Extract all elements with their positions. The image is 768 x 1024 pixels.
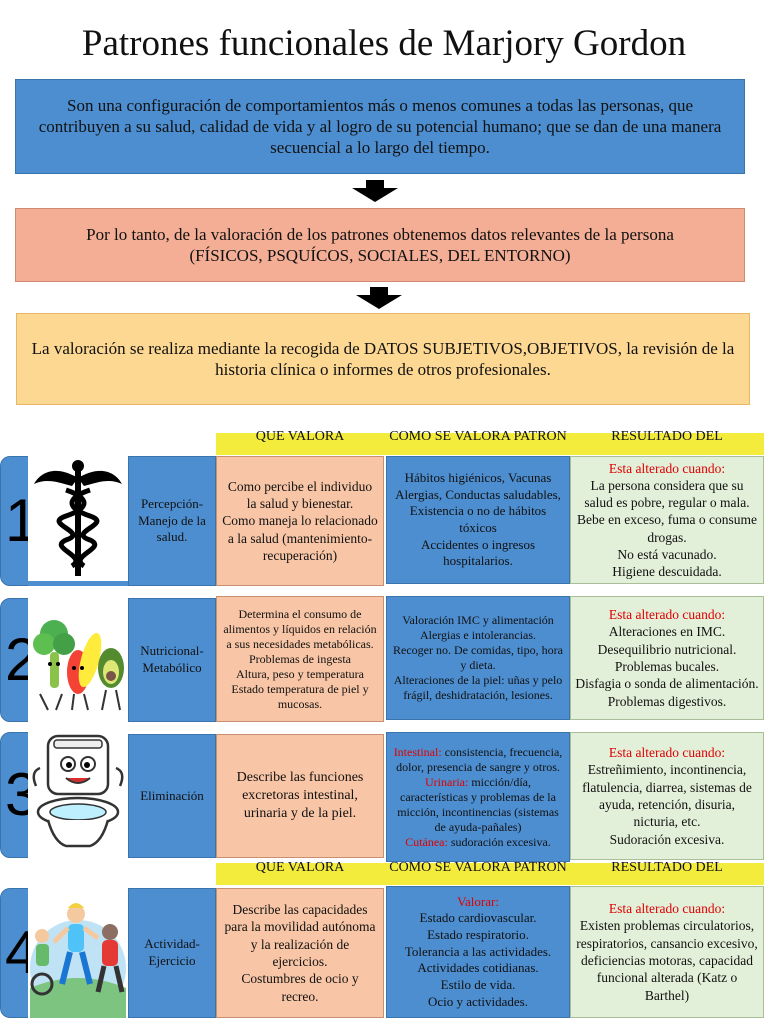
como-valora-item: Urinaria: micción/día, características y…: [391, 775, 565, 835]
intestinal-label: Intestinal:: [393, 744, 442, 759]
resultado-cell: Esta alterado cuando: Existen problemas …: [570, 886, 764, 1018]
data-box: Por lo tanto, de la valoración de los pa…: [15, 208, 745, 282]
que-valora-cell: Como percibe el individuo la salud y bie…: [216, 456, 384, 586]
header-que-valora: QUE VALORA: [255, 861, 345, 875]
que-valora-item: Determina el consumo de alimentos y líqu…: [223, 606, 377, 651]
header-como-valora: COMO SE VALORA PATRON: [389, 861, 567, 875]
header-resultado: RESULTADO DEL: [611, 861, 723, 875]
alert-label: Esta alterado cuando:: [608, 901, 726, 917]
como-valora-item: Estilo de vida.: [440, 976, 516, 992]
que-valora-item: Estado temperatura de piel y mucosas.: [231, 681, 369, 711]
cutanea-label: Cutánea:: [405, 834, 448, 849]
resultado-item: Existen problemas circulatorios, respira…: [576, 918, 758, 1003]
alert-label: Esta alterado cuando:: [608, 745, 726, 761]
header-como-valora: COMO SE VALORA PATRON: [389, 430, 567, 444]
urinaria-label: Urinaria:: [425, 774, 469, 789]
definition-box: Son una configuración de comportamientos…: [15, 79, 745, 174]
toilet-icon: [28, 732, 128, 858]
cutanea-text: sudoración excesiva.: [447, 834, 551, 849]
resultado-cell: Esta alterado cuando: La persona conside…: [570, 456, 764, 584]
como-valora-cell: Valoración IMC y alimentación Alergias e…: [386, 596, 570, 720]
caduceus-icon: [28, 456, 128, 586]
que-valora-cell: Describe las capacidades para la movilid…: [216, 888, 384, 1018]
como-valora-cell: Hábitos higiénicos, Vacunas Alergias, Co…: [386, 456, 570, 584]
resultado-item: Alteraciones en IMC.: [608, 624, 726, 640]
data-text: Por lo tanto, de la valoración de los pa…: [86, 224, 674, 244]
que-valora-item: Como maneja lo relacionado a la salud (m…: [222, 513, 378, 563]
resultado-item: Bebe en exceso, fuma o consume drogas.: [577, 512, 757, 545]
resultado-item: Estreñimiento, incontinencia, flatulenci…: [582, 762, 752, 830]
method-box: La valoración se realiza mediante la rec…: [16, 313, 750, 405]
como-valora-item: Accidentes o ingresos hospitalarios.: [420, 536, 536, 569]
como-valora-item: Valoración IMC y alimentación: [402, 613, 554, 627]
pattern-name: Eliminación: [128, 734, 216, 858]
como-valora-item: Actividades cotidianas.: [417, 960, 539, 976]
como-valora-item: Recoger no. De comidas, tipo, hora y die…: [393, 643, 563, 672]
resultado-item: Higiene descuidada.: [612, 564, 722, 580]
resultado-cell: Esta alterado cuando: Estreñimiento, inc…: [570, 732, 764, 860]
valorar-label: Valorar:: [457, 893, 499, 909]
alert-label: Esta alterado cuando:: [608, 607, 726, 623]
que-valora-item: Describe las funciones excretoras intest…: [236, 770, 364, 821]
resultado-cell: Esta alterado cuando: Alteraciones en IM…: [570, 596, 764, 720]
que-valora-item: Altura, peso y temperatura: [236, 666, 364, 681]
resultado-item: Problemas bucales.: [614, 659, 720, 674]
data-categories: (FÍSICOS, PSQUÍCOS, SOCIALES, DEL ENTORN…: [189, 246, 571, 265]
resultado-item: Disfagia o sonda de alimentación.: [575, 676, 759, 692]
como-valora-item: Estado respiratorio.: [427, 927, 529, 943]
pattern-name: Nutricional-Metabólico: [128, 598, 216, 722]
que-valora-cell: Determina el consumo de alimentos y líqu…: [216, 596, 384, 722]
como-valora-item: Intestinal: consistencia, frecuencia, do…: [391, 745, 565, 775]
como-valora-item: Estado cardiovascular.: [419, 910, 537, 926]
resultado-item: Problemas digestivos.: [607, 693, 727, 709]
como-valora-item: Tolerancia a las actividades.: [404, 943, 552, 959]
que-valora-item: Describe las capacidades para la movilid…: [224, 902, 376, 969]
alert-label: Esta alterado cuando:: [608, 460, 726, 476]
pattern-name: Actividad-Ejercicio: [128, 888, 216, 1018]
resultado-item: Sudoración excesiva.: [609, 831, 725, 847]
definition-text: Son una configuración de comportamientos…: [38, 95, 722, 158]
como-valora-item: Alteraciones de la piel: uñas y pelo frá…: [393, 673, 563, 702]
intestinal-text: consistencia, frecuencia, dolor, presenc…: [396, 744, 563, 774]
vegetables-icon: [28, 598, 128, 722]
header-que-valora: QUE VALORA: [255, 430, 345, 444]
como-valora-cell: Intestinal: consistencia, frecuencia, do…: [386, 732, 570, 862]
como-valora-cell: Valorar: Estado cardiovascular. Estado r…: [386, 886, 570, 1018]
como-valora-item: Alergias e intolerancias.: [419, 628, 537, 642]
que-valora-item: Como percibe el individuo la salud y bie…: [227, 478, 373, 512]
resultado-item: No está vacunado.: [617, 546, 717, 562]
pattern-name: Percepción-Manejo de la salud.: [128, 456, 216, 586]
como-valora-item: Cutánea: sudoración excesiva.: [405, 835, 551, 850]
resultado-item: Desequilibrio nutricional.: [597, 641, 737, 657]
urinaria-text: micción/día, características y problemas…: [397, 774, 559, 834]
down-arrow-icon: [352, 180, 398, 202]
header-resultado: RESULTADO DEL: [611, 430, 723, 444]
table-header-band: [216, 433, 764, 455]
table-header-band: [216, 863, 764, 885]
como-valora-item: Hábitos higiénicos, Vacunas Alergias, Co…: [395, 470, 561, 535]
como-valora-item: Ocio y actividades.: [428, 993, 528, 1009]
exercise-icon: [28, 888, 128, 1018]
que-valora-cell: Describe las funciones excretoras intest…: [216, 734, 384, 858]
down-arrow-icon: [356, 287, 402, 309]
que-valora-item: Problemas de ingesta: [249, 651, 351, 666]
method-text: La valoración se realiza mediante la rec…: [31, 338, 735, 379]
resultado-item: La persona considera que su salud es pob…: [584, 477, 750, 511]
que-valora-item: Costumbres de ocio y recreo.: [241, 971, 359, 1004]
page-title: Patrones funcionales de Marjory Gordon: [81, 23, 687, 64]
